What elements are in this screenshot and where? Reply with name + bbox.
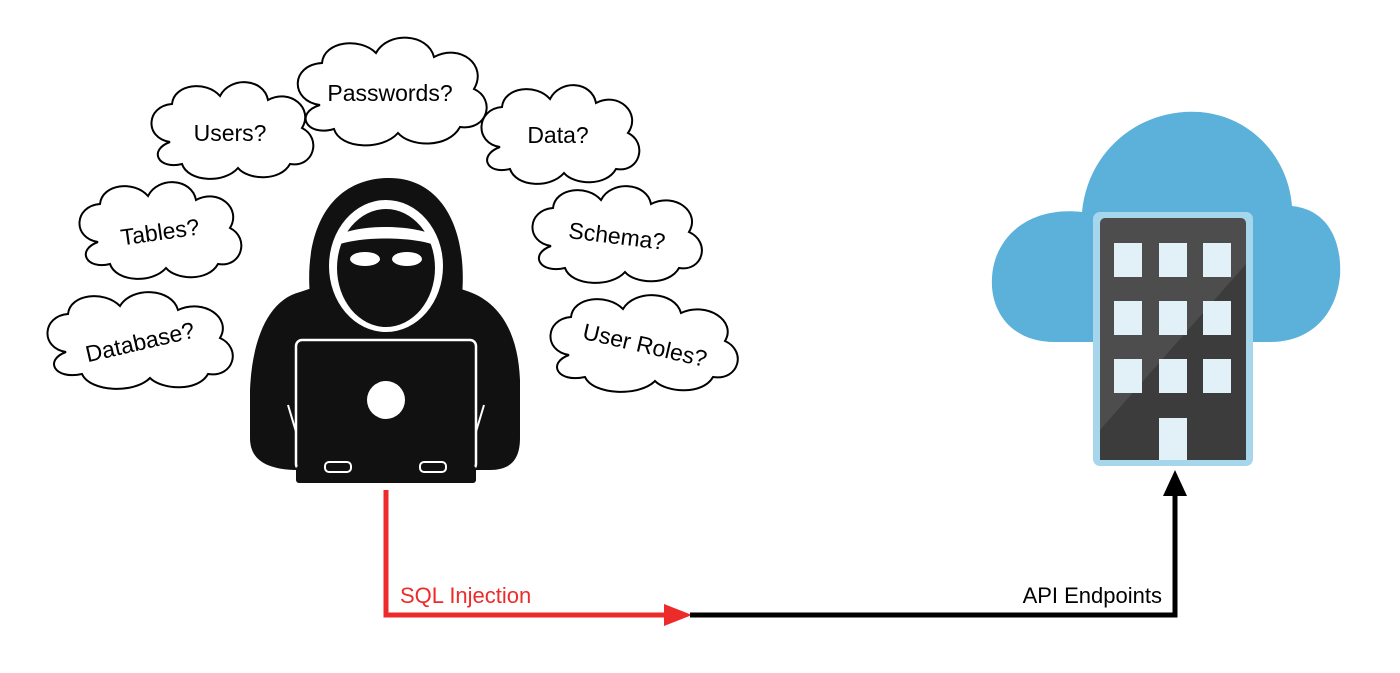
thought-label: Passwords? bbox=[327, 80, 452, 106]
laptop-hand-left bbox=[324, 461, 352, 473]
hacker-face bbox=[337, 209, 435, 327]
thought-bubble-shape bbox=[549, 294, 739, 393]
thought-bubble-shape bbox=[531, 185, 703, 284]
thought-bubble-schema: Schema? bbox=[531, 185, 703, 284]
sql-injection-label: SQL Injection bbox=[400, 583, 531, 608]
cloud-server-building-icon bbox=[991, 111, 1341, 466]
thought-bubble-database: Database? bbox=[46, 291, 234, 390]
thought-bubble-users: Users? bbox=[150, 81, 315, 180]
thought-label: Users? bbox=[194, 120, 267, 146]
building-window bbox=[1159, 359, 1187, 393]
thought-bubble-tables: Tables? bbox=[78, 181, 243, 280]
thought-bubble-passwords: Passwords? bbox=[296, 36, 488, 147]
thought-bubble-shape bbox=[296, 36, 488, 147]
building-door bbox=[1159, 418, 1187, 460]
hacker-right-eye bbox=[392, 252, 422, 266]
building-window bbox=[1114, 359, 1142, 393]
thought-label: Data? bbox=[527, 122, 588, 148]
laptop-base bbox=[296, 466, 476, 483]
building-window bbox=[1203, 359, 1231, 393]
sql-injection-arrowhead bbox=[664, 604, 692, 626]
laptop-logo bbox=[367, 381, 405, 419]
laptop-hand-right bbox=[419, 461, 447, 473]
building-window bbox=[1203, 243, 1231, 277]
building-window bbox=[1159, 301, 1187, 335]
thought-bubble-shape bbox=[480, 84, 641, 185]
api-endpoints-arrowhead bbox=[1163, 470, 1187, 496]
sql-injection-arrow bbox=[383, 490, 692, 626]
api-endpoints-label: API Endpoints bbox=[1023, 583, 1162, 608]
hacker-headband bbox=[334, 227, 438, 246]
building-window bbox=[1203, 301, 1231, 335]
thought-bubble-shape bbox=[150, 81, 315, 180]
building-window bbox=[1159, 243, 1187, 277]
thought-bubble-data: Data? bbox=[480, 84, 641, 185]
api-endpoints-arrow bbox=[690, 470, 1187, 618]
hooded-hacker-icon bbox=[250, 177, 520, 483]
building-window bbox=[1114, 301, 1142, 335]
thought-bubble-shape bbox=[78, 181, 243, 280]
thought-bubble-shape bbox=[46, 291, 234, 390]
hacker-left-eye bbox=[350, 252, 380, 266]
sql-injection-arrow-line bbox=[383, 490, 668, 618]
api-endpoints-arrow-line bbox=[690, 492, 1178, 618]
building-window bbox=[1114, 243, 1142, 277]
thought-bubble-user-roles: User Roles? bbox=[549, 294, 739, 393]
